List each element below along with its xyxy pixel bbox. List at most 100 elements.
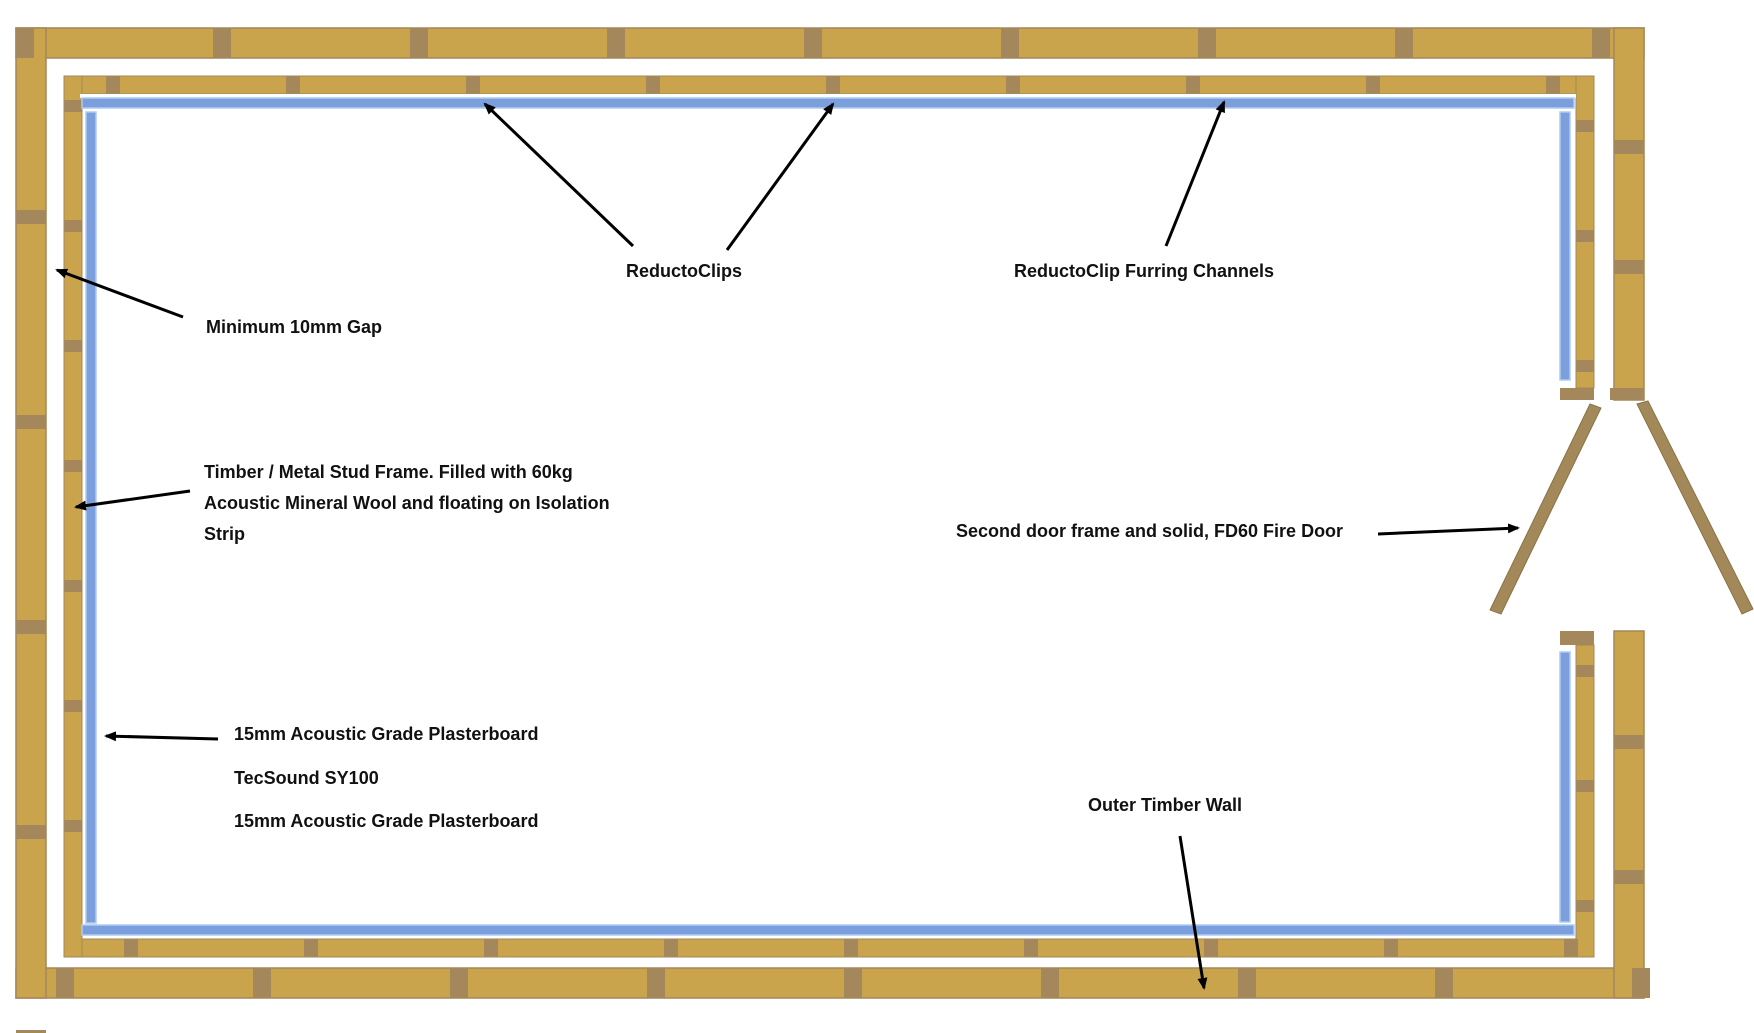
outer-wall-joint	[1614, 735, 1644, 749]
door-leaf-inner	[1489, 403, 1602, 615]
outer-timber-wall	[15, 27, 1650, 1033]
inner-frame-joint	[1546, 76, 1560, 94]
inner-frame-bottom	[63, 938, 1595, 958]
plasterboard-right-lower	[1559, 651, 1571, 923]
inner-frame-joint	[1006, 76, 1020, 94]
inner-frame-joint	[1576, 665, 1594, 677]
outer-wall-joint	[1198, 28, 1216, 58]
outer-wall-joint	[1435, 968, 1453, 998]
door-leaf-outer	[1636, 400, 1754, 615]
outer-wall-joint	[1592, 28, 1610, 58]
label-fire-door: Second door frame and solid, FD60 Fire D…	[956, 521, 1344, 541]
outer-wall-joint	[1001, 28, 1019, 58]
label-tecsound: TecSound SY100	[234, 768, 379, 788]
inner-frame-joint	[64, 820, 82, 832]
outer-wall-left	[15, 27, 47, 999]
outer-wall-joint	[16, 415, 46, 429]
arrow-min-gap	[55, 268, 184, 319]
plasterboard-right-upper	[1559, 111, 1571, 381]
inner-door-jamb-top	[1560, 388, 1594, 400]
label-min-gap: Minimum 10mm Gap	[206, 317, 383, 337]
inner-frame-joint	[484, 939, 498, 957]
inner-frame-joint	[1576, 360, 1594, 372]
inner-frame-joint	[646, 76, 660, 94]
inner-frame-joint	[1186, 76, 1200, 94]
inner-frame-joint	[664, 939, 678, 957]
outer-door-jamb-top	[1610, 388, 1644, 400]
inner-frame-joint	[1204, 939, 1218, 957]
outer-wall-joint	[450, 968, 468, 998]
inner-frame-joint	[1564, 939, 1578, 957]
label-furring-channels: ReductoClip Furring Channels	[1014, 261, 1275, 281]
arrow-outer-wall	[1178, 835, 1208, 990]
outer-wall-joint	[16, 620, 46, 634]
inner-frame-joint	[304, 939, 318, 957]
outer-wall-joint	[16, 210, 46, 224]
plasterboard-top	[81, 97, 1575, 109]
inner-frame-joints	[64, 76, 1594, 957]
inner-frame-joint	[1024, 939, 1038, 957]
arrow-reductoclip-right	[725, 102, 835, 251]
inner-door-jamb-bottom	[1560, 631, 1594, 645]
outer-wall-joint	[253, 968, 271, 998]
fire-door-leaves	[1489, 400, 1754, 615]
outer-wall-joint	[1041, 968, 1059, 998]
outer-wall-joint	[1614, 260, 1644, 274]
inner-frame-left	[63, 75, 83, 958]
label-outer-wall: Outer Timber Wall	[1088, 795, 1243, 815]
plasterboard-bottom	[81, 924, 1575, 936]
inner-frame-joint	[1576, 900, 1594, 912]
outer-wall-joint	[16, 1030, 46, 1033]
arrow-stud-frame	[74, 489, 191, 511]
outer-wall-joint	[1632, 968, 1650, 998]
plasterboard-top-gap	[80, 94, 1576, 98]
inner-frame-joint	[64, 220, 82, 232]
outer-wall-joint	[410, 28, 428, 58]
inner-frame-joint	[64, 340, 82, 352]
inner-stud-frame	[63, 75, 1644, 958]
inner-frame-joint	[286, 76, 300, 94]
outer-wall-bottom	[15, 967, 1645, 999]
arrow-reductoclip-left	[483, 102, 635, 248]
inner-frame-joint	[64, 700, 82, 712]
label-stud-frame-line2: Acoustic Mineral Wool and floating on Is…	[204, 493, 610, 513]
label-stud-frame-line1: Timber / Metal Stud Frame. Filled with 6…	[204, 462, 573, 482]
arrow-plasterboard	[104, 731, 219, 742]
outer-wall-right-lower	[1613, 630, 1645, 999]
inner-frame-joint	[1576, 230, 1594, 242]
outer-wall-right-upper	[1613, 27, 1645, 401]
inner-frame-joint	[64, 460, 82, 472]
arrow-fire-door	[1377, 523, 1520, 536]
inner-frame-joint	[1576, 120, 1594, 132]
inner-frame-joint	[1384, 939, 1398, 957]
outer-wall-joint	[1238, 968, 1256, 998]
outer-wall-joint	[1614, 140, 1644, 154]
outer-wall-joint	[804, 28, 822, 58]
outer-wall-joint	[56, 968, 74, 998]
outer-wall-joint	[647, 968, 665, 998]
label-stud-frame-line3: Strip	[204, 524, 246, 544]
outer-wall-joint	[1614, 870, 1644, 884]
label-plasterboard-outer: 15mm Acoustic Grade Plasterboard	[234, 724, 539, 744]
inner-frame-joint	[844, 939, 858, 957]
inner-frame-joint	[106, 76, 120, 94]
outer-wall-joints	[16, 28, 1650, 1033]
label-reductoclips: ReductoClips	[626, 261, 743, 281]
inner-frame-joint	[64, 580, 82, 592]
annotation-arrows	[55, 100, 1520, 990]
plasterboard-left	[85, 111, 97, 924]
outer-wall-joint	[16, 28, 34, 58]
outer-wall-joint	[844, 968, 862, 998]
inner-frame-joint	[64, 100, 82, 112]
arrow-furring-channels	[1164, 100, 1226, 247]
outer-wall-joint	[607, 28, 625, 58]
label-plasterboard-inner: 15mm Acoustic Grade Plasterboard	[234, 811, 539, 831]
inner-frame-joint	[1366, 76, 1380, 94]
outer-wall-joint	[1395, 28, 1413, 58]
inner-frame-joint	[124, 939, 138, 957]
inner-frame-joint	[466, 76, 480, 94]
outer-wall-joint	[16, 825, 46, 839]
outer-wall-joint	[213, 28, 231, 58]
